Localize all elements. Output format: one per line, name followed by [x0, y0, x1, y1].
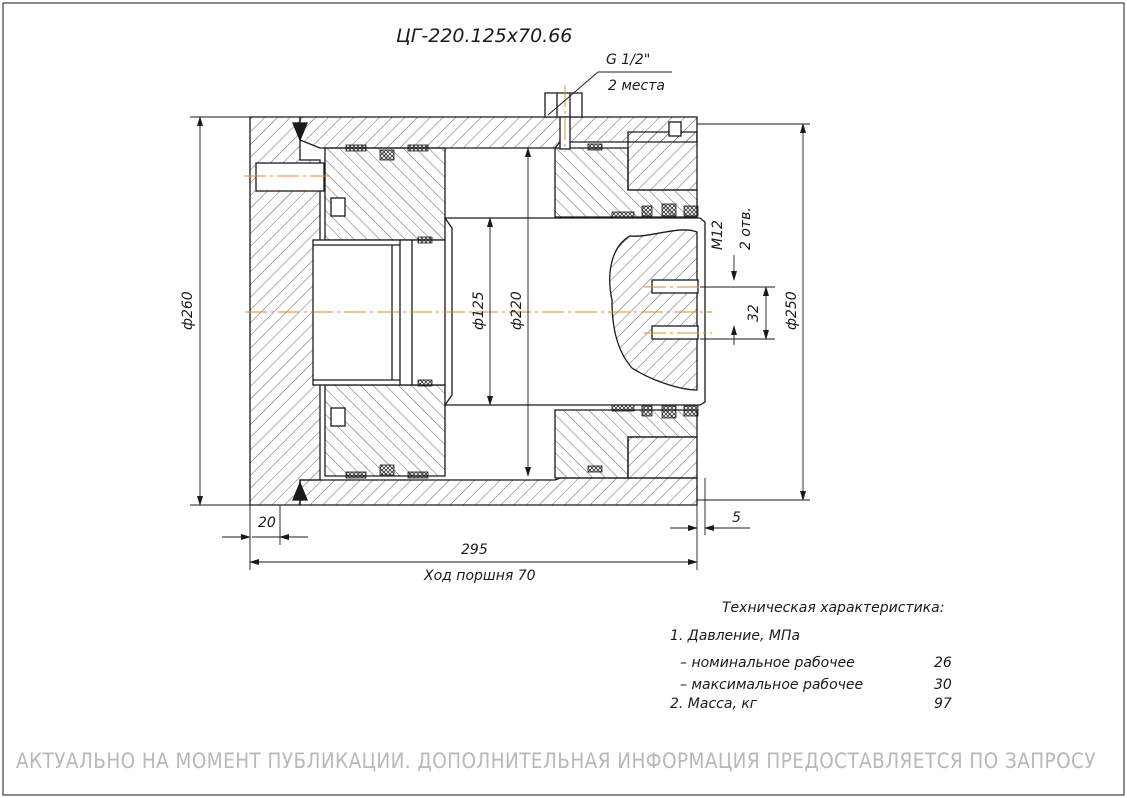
drawing-title: ЦГ-220.125х70.66: [396, 25, 572, 47]
watermark: АКТУАЛЬНО НА МОМЕНТ ПУБЛИКАЦИИ. ДОПОЛНИТ…: [16, 749, 1096, 773]
thread-count: 2 отв.: [738, 207, 754, 250]
spec-row-value: 97: [934, 696, 952, 712]
barrel-bottom-wall: [299, 477, 698, 506]
barrel-top-wall: [299, 116, 698, 149]
vent-screw: [668, 121, 682, 137]
seals: [345, 143, 699, 479]
piston-bore: [312, 239, 446, 386]
dim-5: 5: [732, 510, 741, 526]
spec-row-label: – номинальное рабочее: [680, 655, 855, 671]
dim-d125: ф125: [471, 291, 487, 330]
spec-row-value: 30: [934, 677, 952, 693]
centerlines: [244, 85, 712, 334]
threaded-hole-lower: [651, 325, 699, 340]
spec-block: Техническая характеристика: 1. Давление,…: [670, 600, 952, 712]
weld-mark-top: [292, 122, 308, 142]
spec-row-label: 1. Давление, МПа: [670, 628, 800, 644]
dim-d260: ф260: [180, 291, 196, 330]
dim-d250: ф250: [784, 291, 800, 330]
spec-row-value: 26: [934, 655, 952, 671]
spec-row-label: – максимальное рабочее: [680, 677, 863, 693]
port-count: 2 места: [608, 78, 665, 94]
gland-lower-outer: [627, 436, 698, 479]
piston-lower: [324, 384, 446, 477]
dim-20: 20: [258, 515, 276, 531]
dim-295: 295: [461, 542, 488, 558]
spec-heading: Техническая характеристика:: [722, 600, 944, 616]
weld-mark-bottom: [292, 481, 308, 501]
threaded-hole-upper: [651, 279, 699, 294]
gland-upper-outer: [627, 131, 698, 191]
dim-32: 32: [746, 304, 762, 322]
port-label: G 1/2": [606, 52, 650, 68]
piston-upper: [324, 147, 446, 241]
thread-label: М12: [710, 220, 726, 250]
cylinder-section: [249, 92, 706, 506]
dim-d220: ф220: [509, 291, 525, 330]
dimensions: [190, 71, 810, 570]
spec-row-label: 2. Масса, кг: [670, 696, 758, 712]
dim-stroke: Ход поршня 70: [423, 568, 536, 584]
rod-end-breakout: [609, 229, 698, 391]
end-port: [255, 162, 325, 192]
